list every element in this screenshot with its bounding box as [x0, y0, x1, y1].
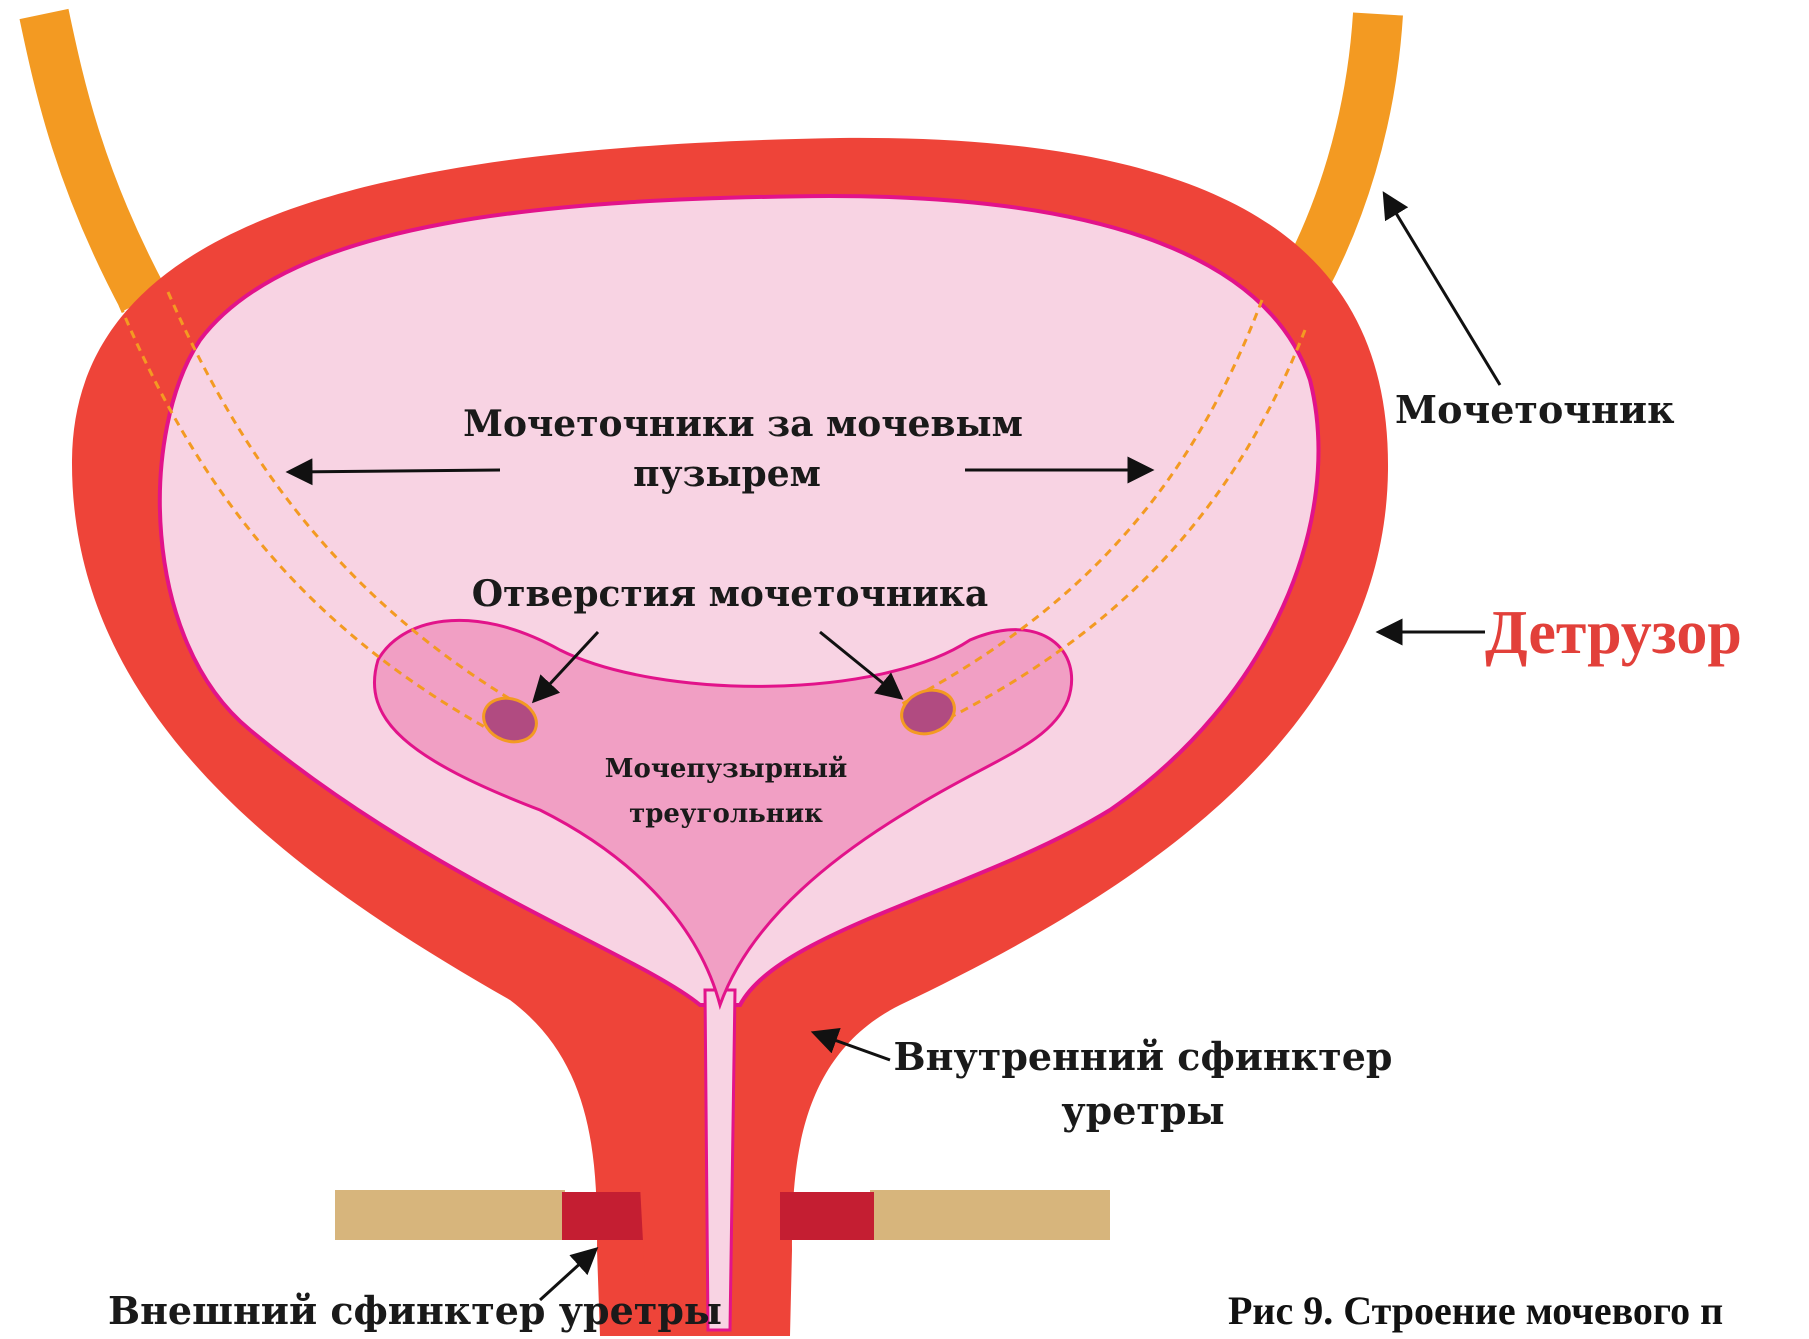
pelvic-floor-right	[870, 1190, 1110, 1240]
external-sphincter-label: Внешний сфинктер уретры	[108, 1288, 722, 1333]
figure-caption: Рис 9. Строение мочевого п	[1228, 1288, 1723, 1333]
detrusor-label: Детрузор	[1485, 599, 1742, 667]
trigone-label-line2: треугольник	[629, 799, 823, 829]
ureter-label: Мочеточник	[1395, 387, 1675, 432]
pelvic-floor-left	[335, 1190, 565, 1240]
ureter-arrow	[1385, 195, 1500, 385]
trigone-label-line1: Мочепузырный	[605, 754, 848, 784]
ureters-behind-arrow-left	[290, 470, 500, 472]
internal-sphincter-label-line2: уретры	[1061, 1088, 1224, 1133]
internal-sphincter-label-line1: Внутренний сфинктер	[894, 1034, 1393, 1079]
ureter-openings-label: Отверстия мочеточника	[472, 573, 988, 615]
ureters-behind-label-line1: Мочеточники за мочевым	[463, 403, 1023, 445]
urethra-lumen	[705, 990, 735, 1330]
ureters-behind-label-line2: пузырем	[633, 453, 821, 495]
left-ureter	[44, 14, 144, 300]
